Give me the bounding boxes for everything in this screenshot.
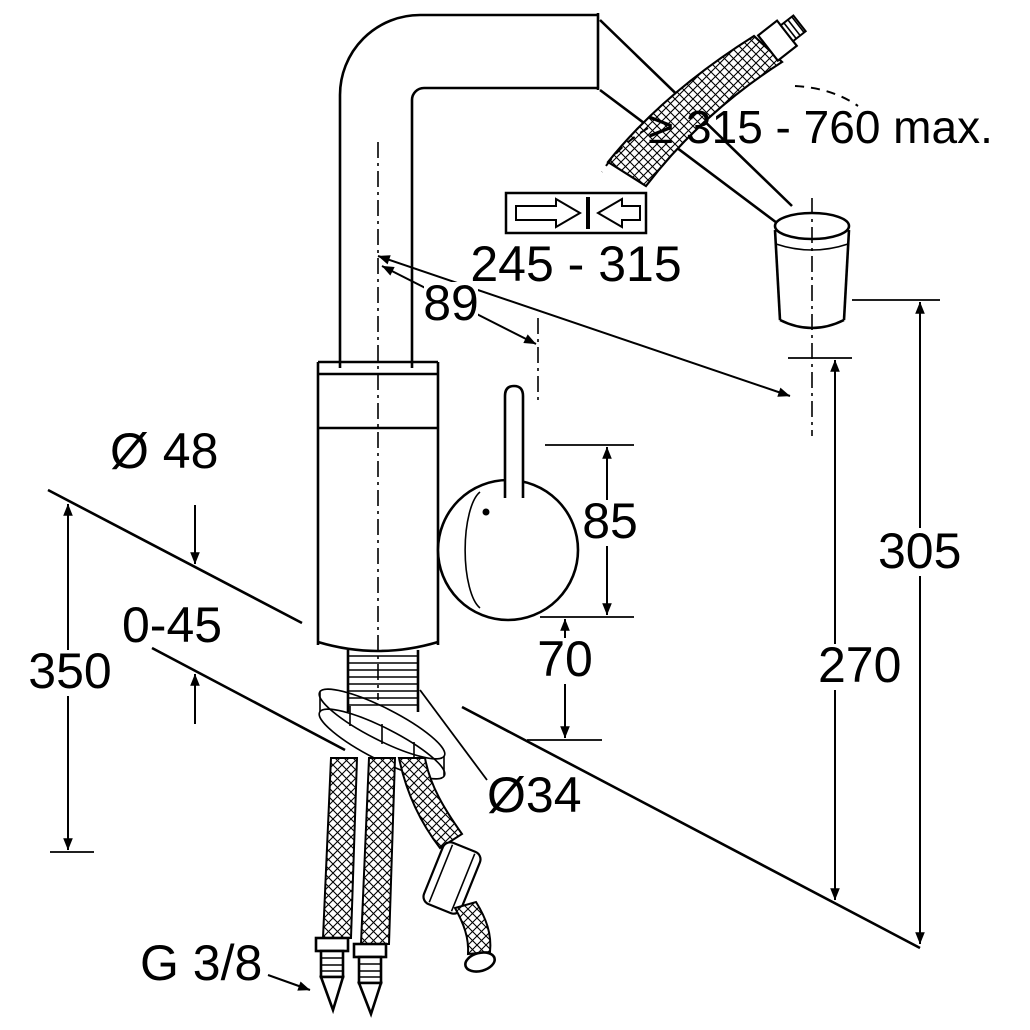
hose-connector: [756, 14, 808, 63]
body-height-label: 70: [537, 631, 593, 687]
hose-extension-label: ≥ 315 - 760 max.: [648, 101, 993, 153]
supply-hose-right: [359, 757, 397, 945]
total-height-label: 305: [878, 523, 961, 579]
housing-screw-dot: [482, 508, 490, 516]
dim-outlet-height: 270: [788, 357, 907, 901]
dim-hole-diameter: Ø34: [419, 689, 582, 823]
supply-thread-label: G 3/8: [140, 935, 262, 991]
deck-surface-line: [47, 488, 921, 950]
dim-supply-thread: G 3/8: [140, 935, 311, 991]
body-diameter-label: Ø 48: [110, 423, 218, 479]
flow-direction-symbol: [504, 191, 648, 235]
dim-lever-height: 85: [540, 444, 639, 618]
pull-out-hose: [601, 14, 859, 188]
dim-mounting-thickness: 0-45: [122, 505, 222, 724]
dim-total-height: 305: [852, 299, 975, 945]
spray-head: [773, 198, 851, 436]
outlet-height-label: 270: [818, 637, 901, 693]
dim-body-height: 70: [527, 618, 602, 741]
supply-fitting-right: [352, 942, 388, 1018]
mounting-nut: [318, 688, 446, 780]
supply-fitting-left: [314, 936, 350, 1015]
spout-offset-label: 89: [423, 275, 479, 331]
hose-flex-dashes-right: [794, 85, 859, 107]
counter-thickness-line: [151, 646, 346, 752]
faucet-body: [316, 142, 440, 700]
pull-out-arrow-right-icon: [515, 197, 582, 229]
dim-hose-clearance: 350: [24, 503, 120, 853]
spout-reach-label: 245 - 315: [470, 236, 681, 292]
supply-hose-left: [321, 757, 359, 939]
cartridge-housing: [436, 384, 580, 622]
mounting-thickness-label: 0-45: [122, 597, 222, 653]
pullout-hose-lower: [397, 757, 496, 973]
mounting-shank-threads: [346, 650, 420, 712]
hole-diameter-label: Ø34: [487, 767, 582, 823]
hose-clearance-label: 350: [28, 643, 111, 699]
hose-flex-dashes-left: [601, 127, 649, 173]
hose-weight: [422, 841, 482, 915]
lever-height-label: 85: [582, 493, 638, 549]
pull-out-arrow-left-icon: [596, 197, 641, 229]
lever-pin: [503, 384, 525, 498]
dim-spout-offset: 89: [381, 265, 539, 404]
